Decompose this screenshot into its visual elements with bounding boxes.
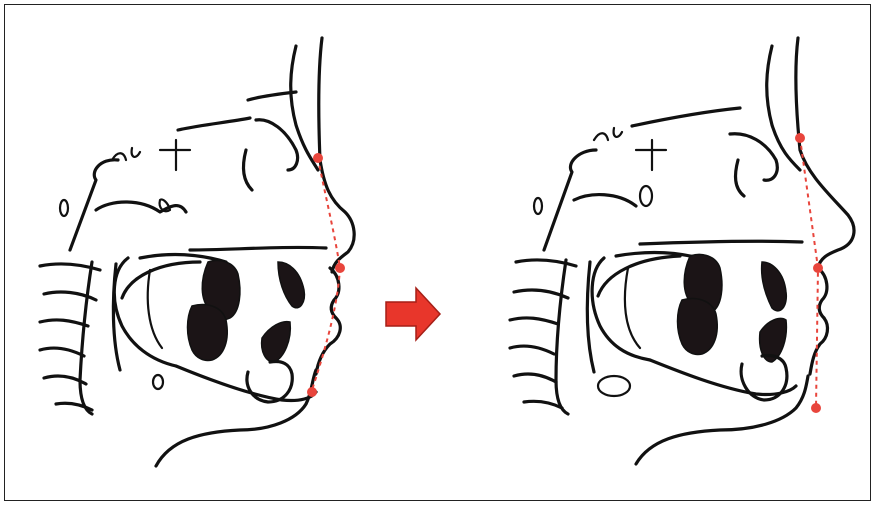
vertebra-3 [40,320,88,326]
vertebra-5 [514,374,556,382]
condyle [574,195,636,206]
frontal-bone-line [291,46,318,170]
skull-posterior [544,150,596,250]
hyoid [153,375,163,389]
palatal-plane [190,247,326,250]
condyle [96,202,186,212]
ear-rod [534,198,542,214]
panel-after [510,38,854,464]
zygoma-line [244,150,252,190]
clinoid-mark [636,140,666,170]
vertebra-6 [524,401,562,408]
tongue-arch [598,256,680,296]
lower-lip [316,318,340,374]
landmark-soft-nasion-after [795,133,805,143]
panel-before [40,38,354,466]
nasal-profile-outer [796,38,854,268]
hyoid [598,376,630,396]
clinoid-mark [160,140,190,170]
inner-ramus [625,268,640,348]
lower-molar-block [188,305,228,361]
sella-region [178,118,250,130]
landmark-subnasale-before [335,263,345,273]
nasal-profile-outer [319,38,354,272]
upper-incisor [278,262,304,308]
landmark-soft-pogonion-before [307,387,317,397]
inner-ramus [148,270,162,348]
pterygoid [640,186,652,206]
ear-rod [60,200,68,216]
sella-mark [112,148,140,160]
lower-molar-block [678,299,718,355]
upper-incisor [762,262,787,311]
right-arrow-icon [386,288,440,340]
orbit-line [248,92,296,100]
ramus [592,258,650,360]
orbit-line [632,108,740,126]
palatal-plane [640,241,802,244]
spine-line [80,262,92,414]
landmark-soft-pogonion-after [811,403,821,413]
vertebra-4 [40,348,84,356]
vertebra-4 [510,346,554,354]
spine-line [556,260,568,414]
lower-lip [810,318,827,374]
zygoma-line [736,160,744,196]
orbit-curve [256,120,298,170]
sella-mark [594,128,622,140]
landmark-subnasale-after [813,263,823,273]
mandible-border [650,360,796,395]
vertebra-3 [510,318,558,324]
lower-incisor [262,322,291,362]
upper-lip [818,268,827,318]
mandible-symphysis [247,362,292,403]
tongue-arch [122,262,200,298]
landmark-soft-nasion-before [313,153,323,163]
